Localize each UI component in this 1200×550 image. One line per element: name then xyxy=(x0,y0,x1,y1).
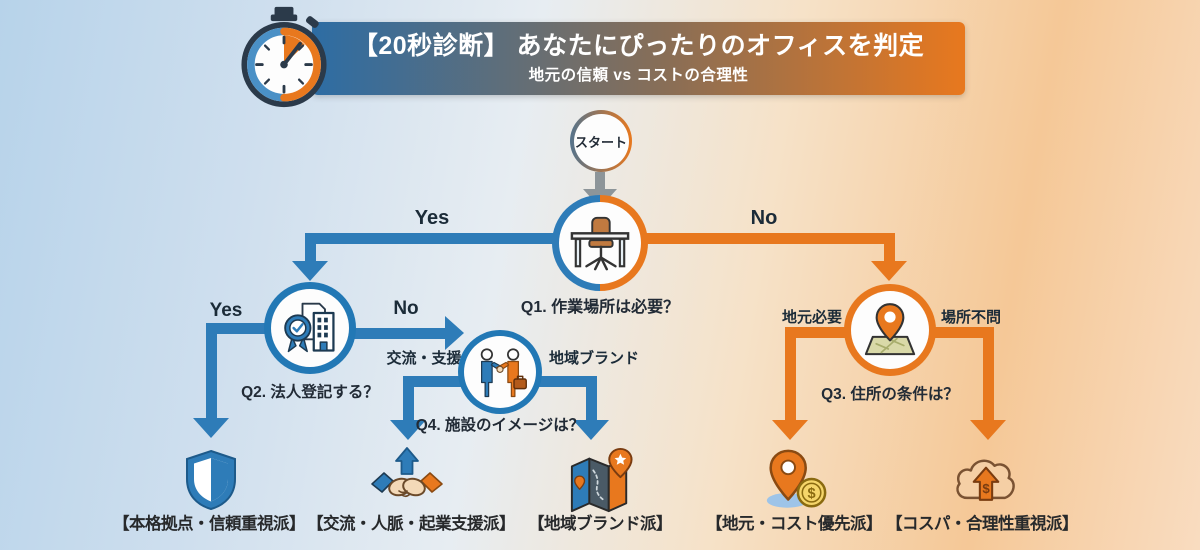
q4-left-label: 交流・支援 xyxy=(386,350,462,367)
q4-left-line-v xyxy=(403,376,414,422)
start-arrow-stem xyxy=(595,172,605,189)
map-pin-icon xyxy=(864,303,916,356)
q4-node xyxy=(458,330,542,414)
q3-right-line-v xyxy=(983,327,994,422)
result-label-4: 【地元・コスト優先派】 xyxy=(706,515,883,533)
q3-right-arrow xyxy=(970,420,1006,440)
q3-node xyxy=(844,284,936,376)
title-banner: 【20秒診断】 あなたにぴったりのオフィスを判定 地元の信頼 vs コストの合理… xyxy=(312,22,965,95)
folded-map-star-icon xyxy=(570,447,633,513)
q4-question-label: Q4. 施設のイメージは？ xyxy=(415,417,585,434)
q3-right-label: 場所不問 xyxy=(940,309,1001,326)
q1-yes-arrow xyxy=(292,261,328,281)
q1-question-label: Q1. 作業場所は必要？ xyxy=(520,299,680,316)
q3-left-line-v xyxy=(785,327,796,422)
q1-no-arrow xyxy=(871,261,907,281)
q2-yes-line-h xyxy=(206,323,268,334)
q2-yes-line-v xyxy=(206,323,217,420)
q3-left-line-h xyxy=(785,327,849,338)
q3-left-arrow xyxy=(772,420,808,440)
certificate-building-icon xyxy=(284,302,335,353)
q2-node xyxy=(264,282,356,374)
q1-no-line-h xyxy=(640,233,895,244)
result-label-5: 【コスパ・合理性重視派】 xyxy=(886,515,1079,533)
pin-coin-icon: $ xyxy=(766,449,827,508)
q1-yes-label: Yes xyxy=(414,207,450,229)
q1-no-label: No xyxy=(750,207,778,229)
q2-no-label: No xyxy=(393,298,419,319)
handshake-up-arrow-icon xyxy=(371,447,443,498)
q1-node xyxy=(552,195,648,291)
svg-text:$: $ xyxy=(807,486,815,502)
page-subtitle: 地元の信頼 vs コストの合理性 xyxy=(528,67,749,85)
q2-yes-label: Yes xyxy=(209,300,243,321)
cloud-upload-icon: $ xyxy=(956,459,1015,501)
q3-left-label: 地元必要 xyxy=(781,309,842,326)
result-label-3: 【地域ブランド派】 xyxy=(528,515,673,533)
result-label-2: 【交流・人脈・起業支援派】 xyxy=(307,515,516,533)
desk-chair-icon xyxy=(570,216,630,271)
start-node: スタート xyxy=(570,110,632,172)
result-label-1: 【本格拠点・信頼重視派】 xyxy=(113,515,306,533)
q1-no-line-v xyxy=(884,233,895,263)
q1-yes-line-h xyxy=(305,233,560,244)
stopwatch-icon xyxy=(241,6,327,108)
q4-left-line-h xyxy=(403,376,465,387)
q3-question-label: Q3. 住所の条件は？ xyxy=(821,386,959,403)
q4-right-line-v xyxy=(586,376,597,422)
handshake-people-icon xyxy=(480,348,527,398)
q2-no-arrow xyxy=(445,316,464,350)
q4-right-arrow xyxy=(573,420,609,440)
svg-text:$: $ xyxy=(982,481,990,496)
page-title: 【20秒診断】 あなたにぴったりのオフィスを判定 xyxy=(352,31,925,60)
q4-right-label: 地域ブランド xyxy=(548,350,639,367)
q3-right-line-h xyxy=(930,327,994,338)
start-label: スタート xyxy=(573,113,629,169)
q2-question-label: Q2. 法人登記する？ xyxy=(241,384,379,401)
q4-left-arrow xyxy=(390,420,426,440)
q4-right-line-h xyxy=(535,376,597,387)
q2-yes-arrow xyxy=(193,418,229,438)
q1-yes-line-v xyxy=(305,233,316,263)
q2-no-line-h xyxy=(350,328,446,339)
shield-icon xyxy=(186,449,236,511)
